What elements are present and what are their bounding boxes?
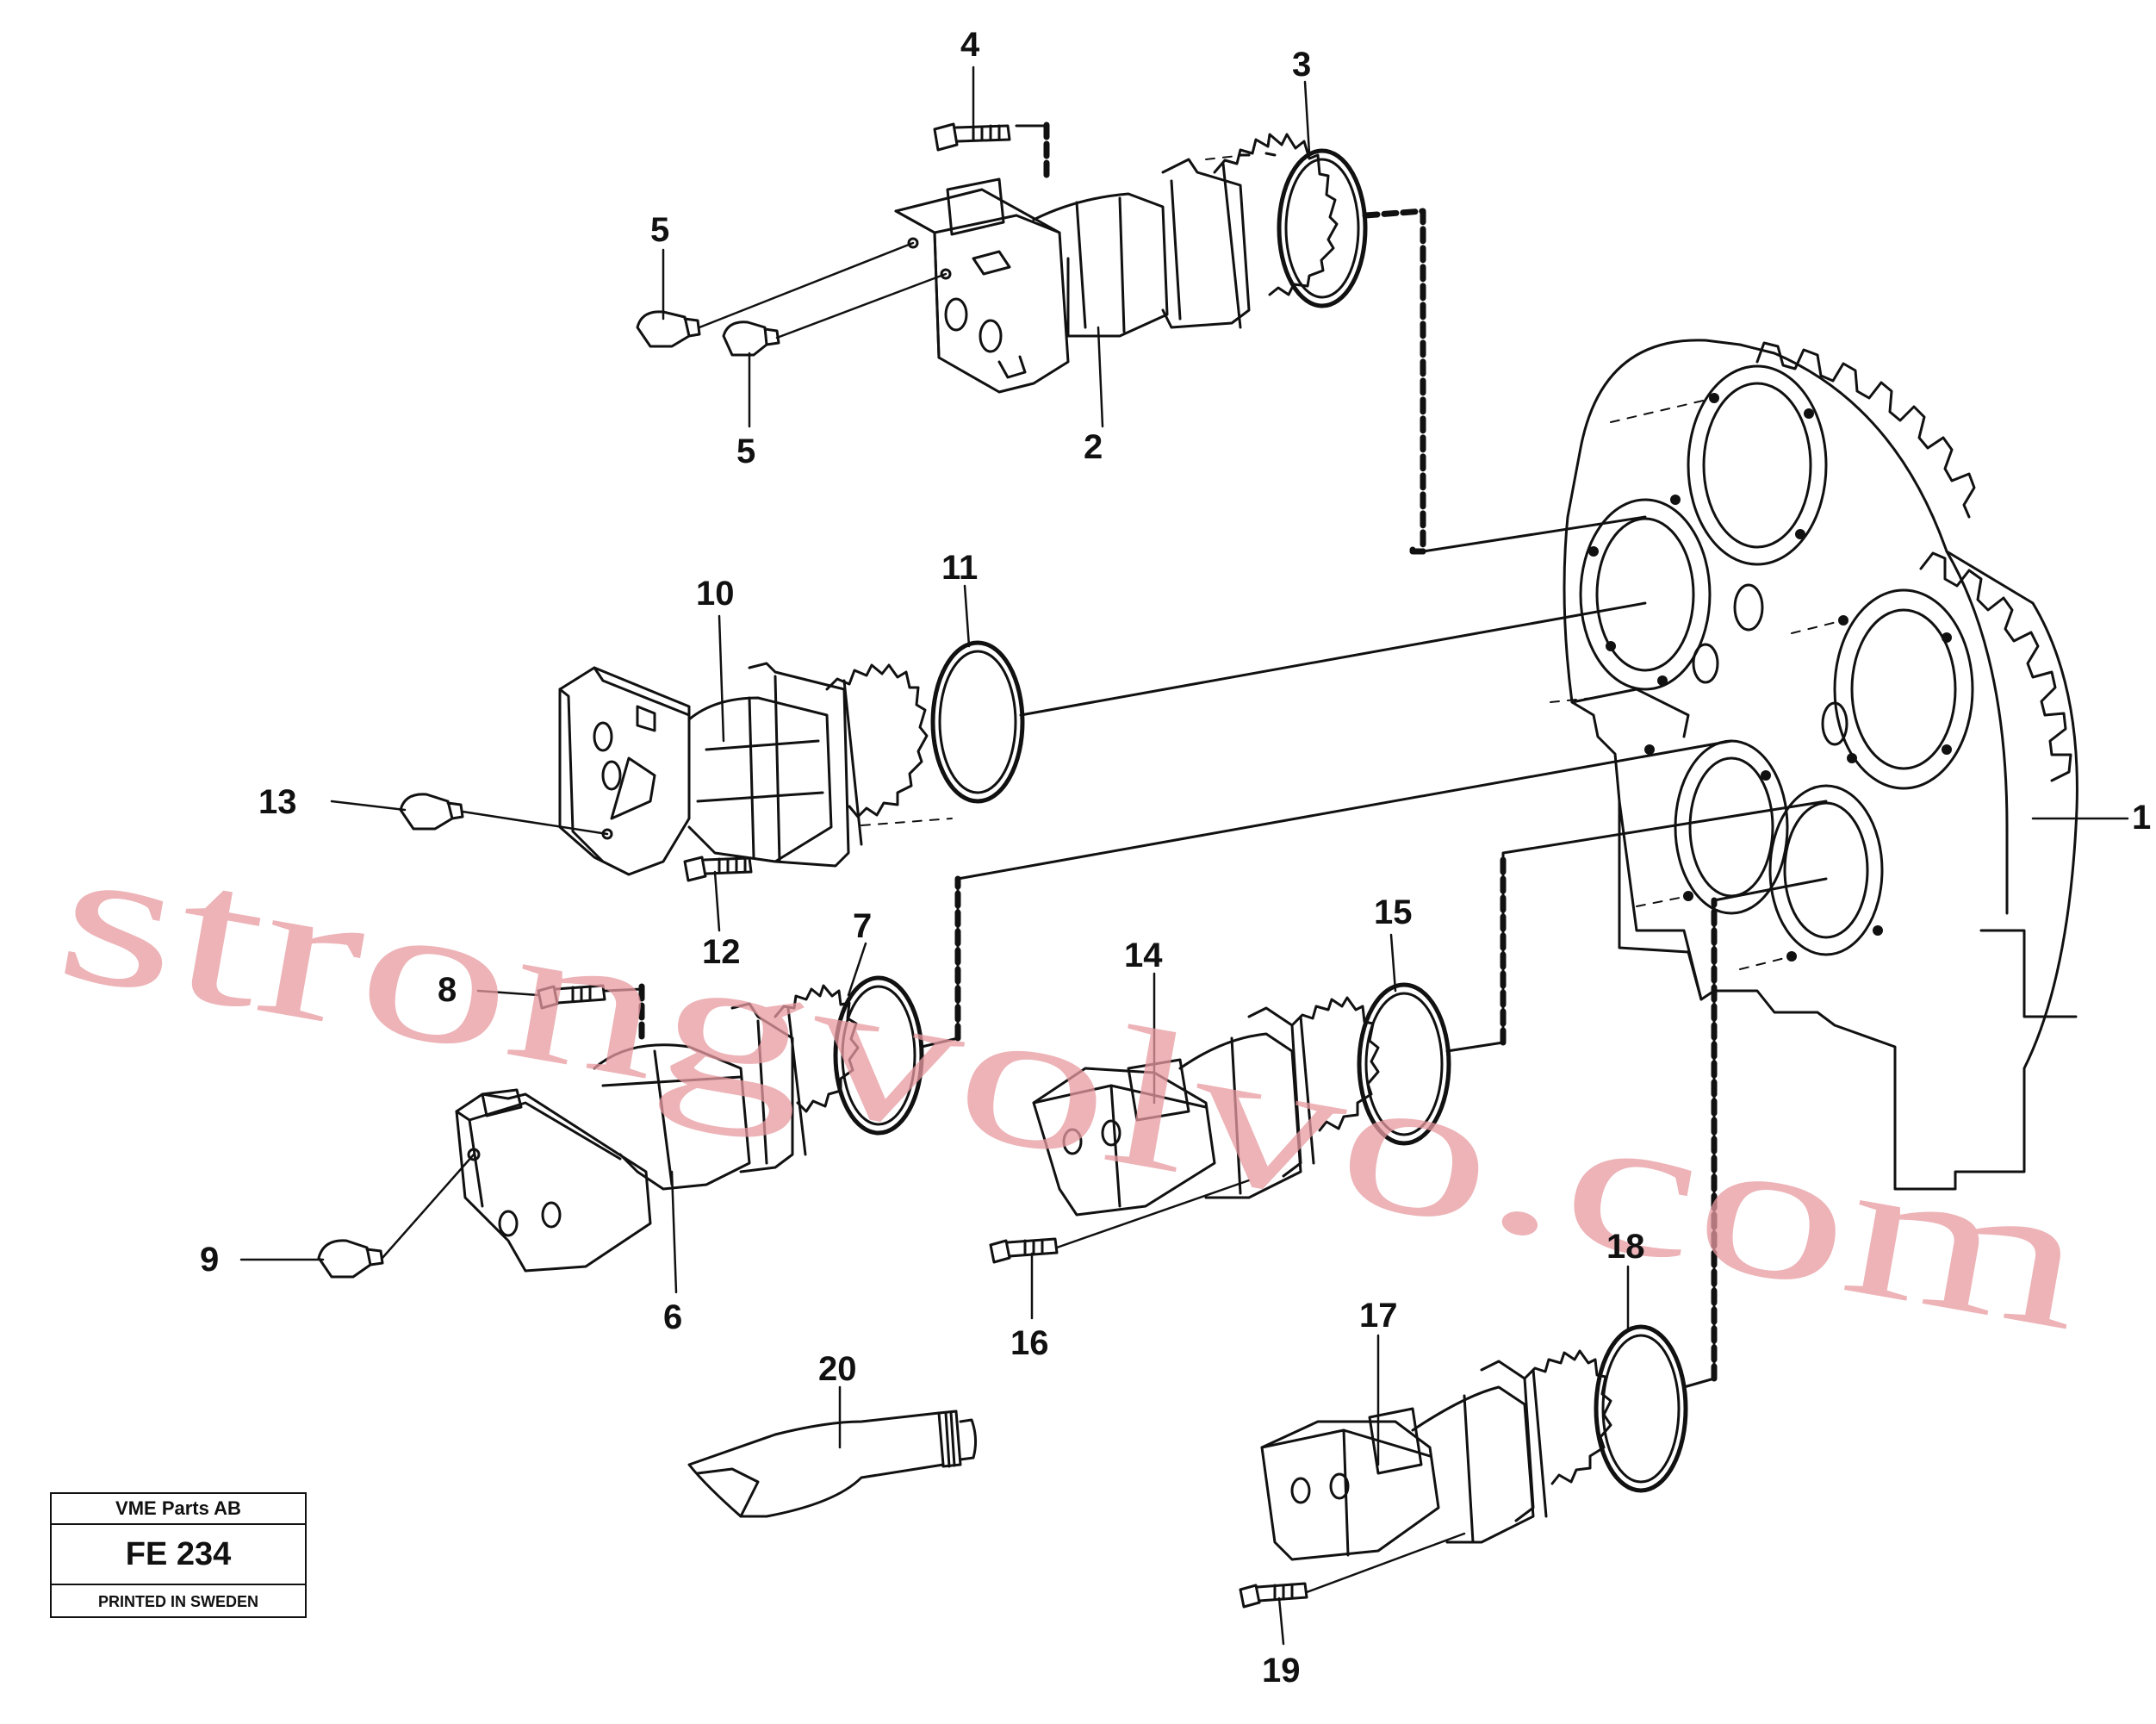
grease-tube <box>687 1410 978 1518</box>
callout-5a: 5 <box>650 211 669 249</box>
printed-note: PRINTED IN SWEDEN <box>97 1592 258 1610</box>
callout-8: 8 <box>438 971 457 1009</box>
callout-17: 17 <box>1359 1297 1398 1335</box>
callout-11: 11 <box>941 549 978 587</box>
o-ring-18 <box>1594 1324 1688 1493</box>
hydraulic-motor-lower-left <box>455 984 860 1273</box>
hydraulic-motor-middle <box>558 662 929 876</box>
fasteners <box>317 122 1308 1609</box>
callout-9: 9 <box>200 1241 219 1279</box>
o-ring-11 <box>930 640 1025 804</box>
callout-2: 2 <box>1084 428 1103 466</box>
callout-18: 18 <box>1606 1228 1645 1266</box>
callout-6: 6 <box>663 1298 682 1336</box>
callout-4: 4 <box>960 26 980 64</box>
callout-10: 10 <box>696 575 735 613</box>
gear-housing-cover <box>1563 339 2078 1191</box>
callout-19: 19 <box>1262 1652 1301 1690</box>
callout-5b: 5 <box>736 433 755 470</box>
hydraulic-motor-lower-right <box>1260 1349 1612 1561</box>
callout-13: 13 <box>258 783 297 821</box>
callout-15: 15 <box>1374 893 1413 931</box>
callout-20: 20 <box>818 1350 857 1388</box>
callout-1: 1 <box>2132 799 2151 837</box>
leader-lines <box>239 65 2129 1646</box>
hydraulic-motor-center <box>1032 996 1380 1217</box>
figure-code: FE 234 <box>52 1525 305 1585</box>
callout-3: 3 <box>1292 46 1311 84</box>
o-rings <box>833 148 1688 1493</box>
callout-14: 14 <box>1124 937 1163 974</box>
o-ring-7 <box>833 975 924 1136</box>
assembly-lines <box>604 121 1844 1389</box>
o-ring-15 <box>1357 982 1451 1146</box>
callout-7: 7 <box>853 907 872 945</box>
callout-labels: 1 2 3 4 5 5 6 7 8 9 10 11 12 13 14 15 16… <box>200 26 2151 1690</box>
hydraulic-motor-upper <box>894 133 1339 394</box>
title-block: VME Parts AB FE 234 PRINTED IN SWEDEN <box>50 1492 307 1618</box>
callout-16: 16 <box>1010 1324 1049 1362</box>
company-name: VME Parts AB <box>52 1494 305 1525</box>
o-ring-3 <box>1277 148 1368 308</box>
callout-12: 12 <box>702 933 741 971</box>
